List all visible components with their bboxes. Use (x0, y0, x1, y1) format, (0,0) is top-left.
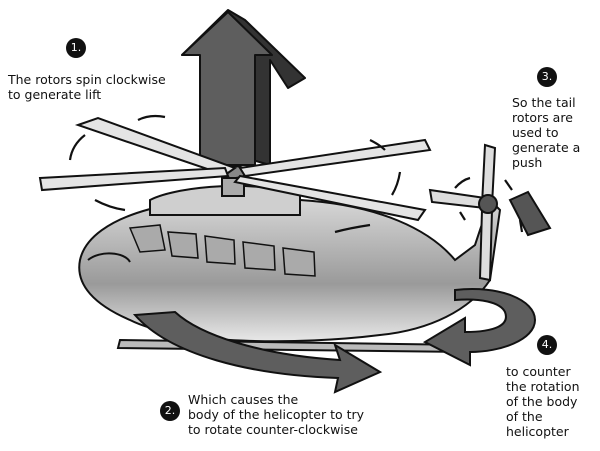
text-line: body of the helicopter to try (188, 407, 365, 422)
body-rotation-arrow (132, 310, 383, 394)
text-line: to counter (506, 364, 571, 379)
rotation-arrows (68, 114, 524, 234)
text-line: helicopter (506, 424, 569, 439)
text-line: So the tail (512, 95, 576, 110)
text-line: push (512, 155, 543, 170)
text-line: to generate lift (8, 87, 102, 102)
step-1-badge: 1. (66, 38, 86, 58)
step-3-badge: 3. (537, 67, 557, 87)
step-2-badge: 2. (160, 401, 180, 421)
text-line: The rotors spin clockwise (8, 72, 166, 87)
step-2-text: Which causes the body of the helicopter … (188, 392, 364, 437)
text-line: used to (512, 125, 559, 140)
step-4-text: to counter the rotation of the body of t… (506, 364, 580, 439)
text-line: rotors are (512, 110, 573, 125)
tail-rotor (428, 143, 552, 282)
counter-rotation-arrow (422, 288, 537, 367)
text-line: to rotate counter-clockwise (188, 422, 358, 437)
text-line: Which causes the (188, 392, 299, 407)
lift-arrow (181, 9, 306, 166)
text-line: of the (506, 409, 543, 424)
step-4-badge: 4. (537, 335, 557, 355)
step-3-text: So the tail rotors are used to generate … (512, 95, 580, 170)
text-line: generate a (512, 140, 581, 155)
text-line: the rotation (506, 379, 580, 394)
text-line: of the body (506, 394, 578, 409)
step-1-text: The rotors spin clockwise to generate li… (8, 72, 166, 102)
